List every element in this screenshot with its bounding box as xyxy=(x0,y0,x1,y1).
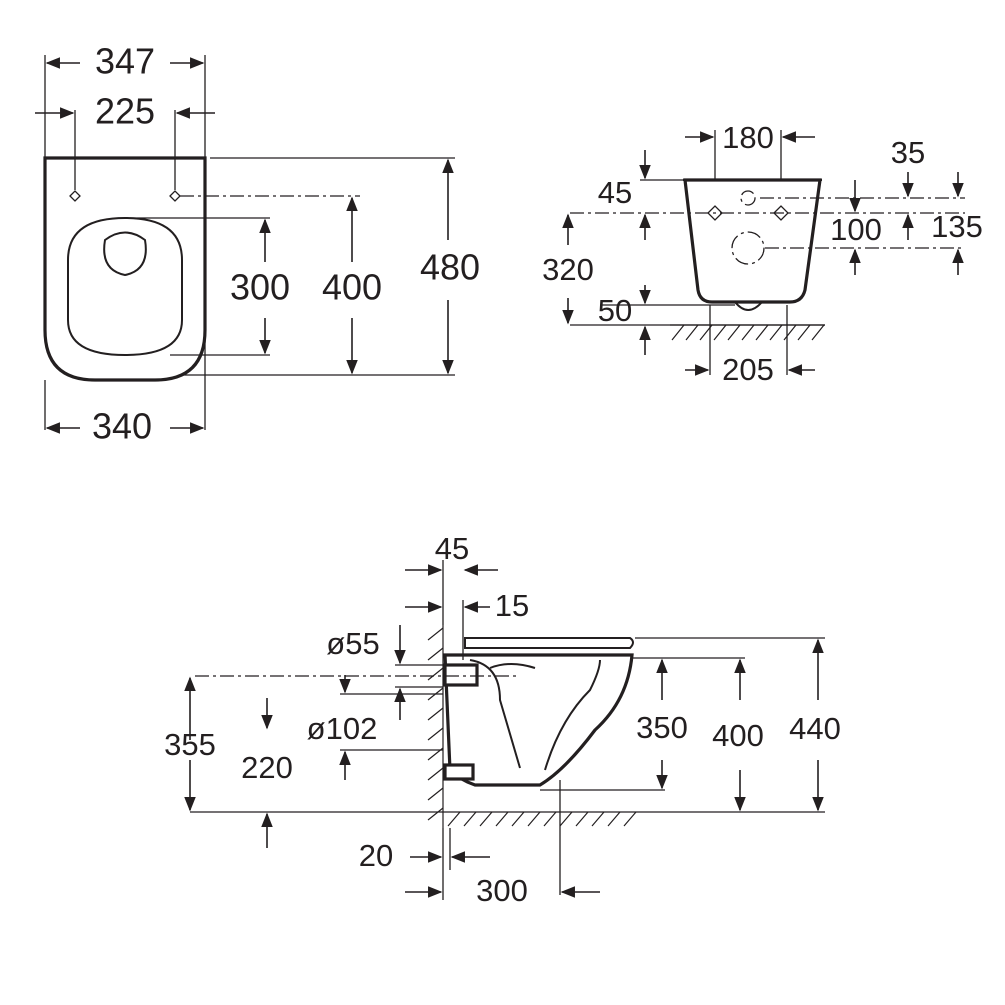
dim-inlet-diameter: ø55 xyxy=(326,626,379,661)
wall-hatch xyxy=(427,625,444,828)
plan-view: 347 225 300 400 480 340 xyxy=(35,41,480,447)
dim-220: 220 xyxy=(241,750,293,785)
dim-20: 20 xyxy=(359,838,393,873)
bowl-rim-detail xyxy=(103,231,147,277)
trapway xyxy=(469,659,601,771)
dim-45: 45 xyxy=(598,175,632,210)
floor-hatch xyxy=(443,811,640,827)
seat-outline xyxy=(43,156,207,382)
seat-opening xyxy=(67,216,183,357)
dim-355: 355 xyxy=(164,727,216,762)
floor-hatch xyxy=(670,324,825,341)
dim-100: 100 xyxy=(830,212,882,247)
dim-35: 35 xyxy=(891,135,925,170)
seat-lid xyxy=(464,637,634,649)
dim-fixing-to-front: 400 xyxy=(322,267,382,308)
front-view: 180 35 45 100 135 320 50 205 xyxy=(542,120,983,387)
dim-45: 45 xyxy=(435,531,469,566)
dim-top-width: 180 xyxy=(722,120,774,155)
dim-15: 15 xyxy=(495,588,529,623)
bowl-front-outline xyxy=(683,178,822,304)
side-view: 45 15 ø55 355 220 ø102 350 400 440 20 30… xyxy=(164,531,841,908)
dim-fixing-spacing: 225 xyxy=(95,91,155,132)
dim-bowl-width: 340 xyxy=(92,406,152,447)
dim-overall-width: 347 xyxy=(95,41,155,82)
dim-350: 350 xyxy=(636,710,688,745)
dim-300: 300 xyxy=(476,873,528,908)
dim-base-width: 205 xyxy=(722,352,774,387)
dim-135: 135 xyxy=(931,209,983,244)
dim-outlet-diameter: ø102 xyxy=(307,711,378,746)
dim-50: 50 xyxy=(598,293,632,328)
dim-seat-opening: 300 xyxy=(230,267,290,308)
dim-320: 320 xyxy=(542,252,594,287)
dim-400: 400 xyxy=(712,718,764,753)
dim-440: 440 xyxy=(789,711,841,746)
dim-overall-length: 480 xyxy=(420,247,480,288)
